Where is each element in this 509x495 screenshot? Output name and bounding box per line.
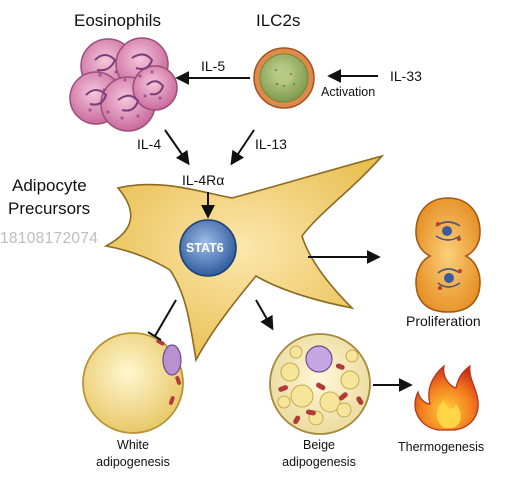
arrow-beige: [255, 299, 274, 331]
thermogenesis-flame-icon: [414, 364, 479, 431]
eosinophils-illustration: [69, 37, 178, 132]
label-eosinophils: Eosinophils: [74, 11, 161, 30]
label-il13: IL-13: [255, 136, 287, 152]
white-adipocyte-illustration: [82, 332, 184, 434]
label-activation: Activation: [321, 85, 376, 99]
arrows: [147, 69, 413, 392]
label-thermogenesis: Thermogenesis: [398, 440, 485, 454]
label-white: White: [117, 438, 149, 452]
arrow-il4: [164, 129, 190, 166]
label-il4ra: IL-4Rα: [182, 172, 225, 188]
label-adipocyte: Adipocyte: [12, 176, 87, 195]
inhibit-bar: [147, 331, 162, 341]
beige-adipocyte-illustration: [269, 333, 371, 435]
label-beige-adipogenesis: adipogenesis: [282, 455, 356, 469]
proliferation-illustration: [415, 197, 481, 313]
ilc2-illustration: [253, 47, 315, 109]
label-ilc2s: ILC2s: [256, 11, 301, 30]
watermark: 18108172074: [0, 230, 99, 247]
adipocyte-precursor-illustration: [103, 154, 385, 363]
label-proliferation: Proliferation: [406, 313, 481, 329]
label-precursors: Precursors: [8, 199, 91, 218]
label-stat6: STAT6: [186, 241, 224, 255]
label-il33: IL-33: [390, 68, 422, 84]
arrow-il13: [230, 129, 255, 166]
label-white-adipogenesis: adipogenesis: [96, 455, 170, 469]
inhibit-white: [154, 299, 177, 337]
stat6-nucleus: [179, 219, 237, 277]
label-il4: IL-4: [137, 136, 162, 152]
label-il5: IL-5: [201, 58, 226, 74]
label-beige: Beige: [303, 438, 335, 452]
